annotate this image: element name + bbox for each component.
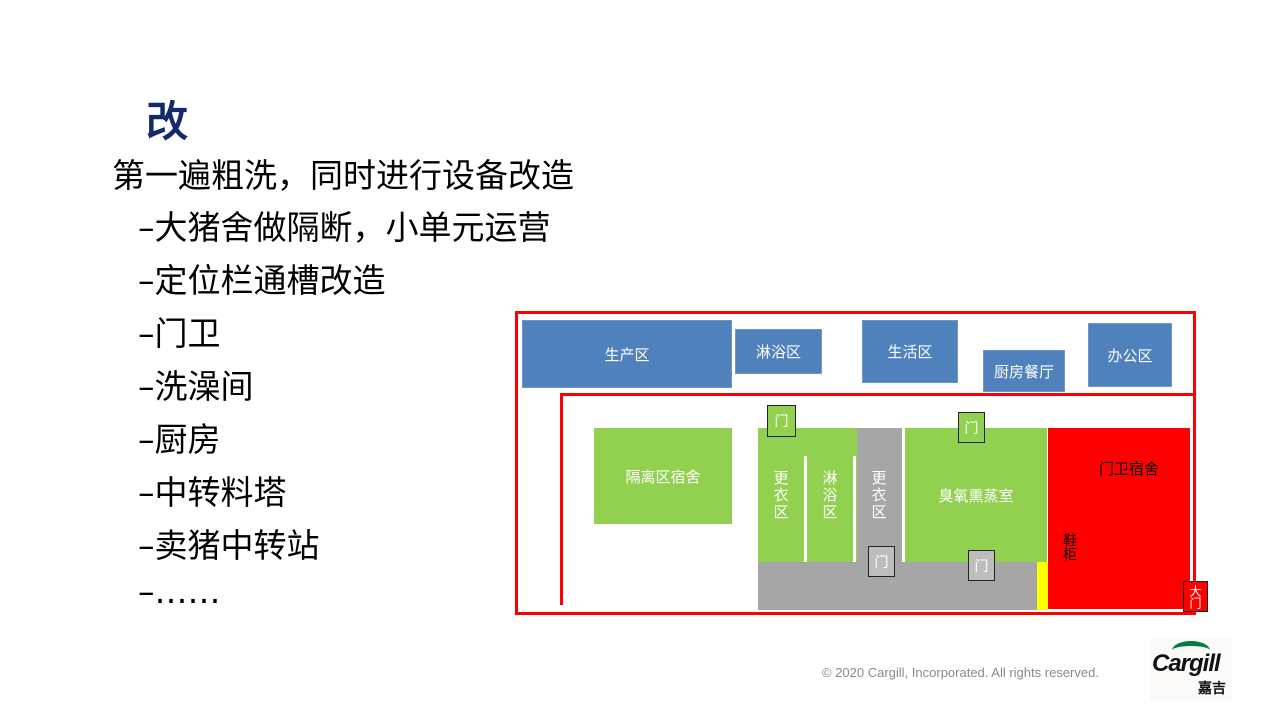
shoe-cabinet: 鞋柜 bbox=[1061, 533, 1077, 561]
door-icon: 门 bbox=[958, 412, 985, 443]
guard-dorm: 门卫宿舍 bbox=[1048, 428, 1190, 609]
bullet-item: –卖猪中转站 bbox=[138, 526, 320, 565]
shower-zone-top: 淋浴区 bbox=[735, 329, 822, 374]
ozone-fumigation-room: 臭氧熏蒸室 bbox=[905, 428, 1047, 562]
bullet-item: –大猪舍做隔断，小单元运营 bbox=[138, 208, 551, 247]
office-zone: 办公区 bbox=[1088, 323, 1172, 387]
leaf-icon bbox=[1172, 641, 1210, 660]
cargill-logo: Cargill 嘉吉 bbox=[1150, 638, 1232, 700]
door-icon: 门 bbox=[767, 405, 796, 437]
inner-fence-vertical bbox=[560, 393, 563, 605]
gray-passage bbox=[758, 562, 1037, 610]
outer-boundary bbox=[515, 311, 1196, 615]
gray-corridor bbox=[857, 428, 902, 562]
shower-area: 淋浴区 bbox=[820, 469, 839, 521]
bullet-item: –…… bbox=[138, 572, 221, 611]
changing-area-2: 更衣区 bbox=[869, 469, 888, 521]
yellow-strip bbox=[1037, 562, 1048, 610]
changing-area-1: 更衣区 bbox=[771, 469, 790, 521]
divider bbox=[853, 456, 856, 562]
logo-cn: 嘉吉 bbox=[1198, 681, 1226, 697]
door-icon: 门 bbox=[968, 550, 995, 581]
divider bbox=[804, 456, 807, 562]
slide-title: 改 bbox=[146, 97, 189, 146]
bullet-item: –中转料塔 bbox=[138, 473, 287, 512]
changing-shower-block bbox=[758, 428, 857, 562]
production-zone: 生产区 bbox=[522, 320, 732, 388]
living-zone: 生活区 bbox=[862, 320, 958, 383]
isolation-dorm: 隔离区宿舍 bbox=[594, 428, 732, 524]
inner-fence-horizontal bbox=[560, 393, 1193, 396]
copyright: © 2020 Cargill, Incorporated. All rights… bbox=[822, 665, 1099, 680]
bullet-item: –定位栏通槽改造 bbox=[138, 261, 386, 300]
main-point: 第一遍粗洗，同时进行设备改造 bbox=[112, 156, 574, 195]
main-gate: 大门 bbox=[1183, 581, 1208, 612]
bullet-item: –厨房 bbox=[138, 420, 221, 459]
door-icon: 门 bbox=[868, 546, 895, 577]
bullet-item: –门卫 bbox=[138, 314, 221, 353]
bullet-item: –洗澡间 bbox=[138, 367, 254, 406]
logo-text: Cargill bbox=[1152, 650, 1221, 677]
kitchen-dining: 厨房餐厅 bbox=[983, 350, 1065, 392]
